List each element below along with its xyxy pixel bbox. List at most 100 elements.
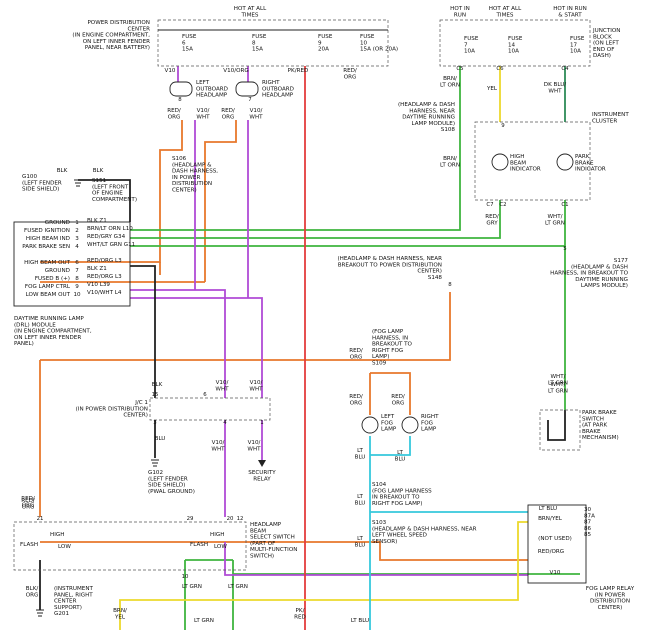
w-ltgrn-bot-line: LT GRN <box>194 618 214 624</box>
right-headlamp-body <box>235 81 259 97</box>
fuse6-line: 6 <box>182 40 186 46</box>
fuse8-line: 15A <box>252 47 263 53</box>
w-redorg-sw-line: ORG <box>22 502 35 508</box>
drl-pin-nums-line: 1 <box>75 220 79 226</box>
pin-label: 29 <box>187 516 194 522</box>
hot-in-run-start-line: & START <box>558 12 582 18</box>
wire-red-org-1 <box>40 120 183 263</box>
fuse6-line: 15A <box>182 47 193 53</box>
pin-label: 15 <box>152 392 159 398</box>
pin-label: 12 <box>237 516 244 522</box>
drl-wires-line: RED/ORG L3 <box>87 274 122 280</box>
drl-pin-nums-line: 10 <box>73 292 81 298</box>
drl-pins-line: FOG LAMP CTRL <box>25 284 71 290</box>
drl-pin-nums-line: 3 <box>75 236 79 242</box>
w-blu-jc: BLU <box>155 436 166 442</box>
w-v10wht-l-line: WHT <box>196 114 210 120</box>
drl-module-line: (IN ENGINE COMPARTMENT, <box>14 329 92 335</box>
w-v10wht-jc1: V10/WHT <box>215 380 229 392</box>
w-pkred-bot-line: RED <box>294 614 306 620</box>
park-brake-ind-line: BRAKE <box>575 160 594 166</box>
w-pkred: PK/RED <box>288 68 309 74</box>
w-brnyel-bot: BRN/YEL <box>113 608 127 620</box>
high-r-line: HIGH <box>210 532 224 538</box>
s108-note-line: HARNESS, NEAR <box>409 108 455 114</box>
fuse7-line: 10A <box>464 49 475 55</box>
hbs-switch-line: BEAM <box>250 528 266 534</box>
junction-block-line: (ON LEFT <box>593 41 619 47</box>
w-redorg-mid-line: ORG <box>350 354 363 360</box>
instrument-cluster-box <box>474 121 591 201</box>
wire-green-2 <box>130 200 501 239</box>
wire-black-1 <box>78 179 131 222</box>
hbs-switch-line: HEADLAMP <box>250 522 282 528</box>
w-yel-jb-line: YEL <box>486 86 498 92</box>
s109-note-line: (FOG LAMP <box>372 329 404 335</box>
wire-black-2 <box>130 265 156 398</box>
drl-wires-line: WHT/LT GRN G11 <box>87 242 136 248</box>
w-v10wht-jc3: V10/WHT <box>211 440 225 452</box>
s148-note-line: BREAKOUT TO POWER DISTRIBUTION <box>338 262 442 268</box>
w-ltgrn-2-line: LT GRN <box>228 584 248 590</box>
park-brake-sw-line: PARK BRAKE <box>582 410 617 416</box>
fuse17-line: 10A <box>570 49 581 55</box>
w-whtltgrn-3: WHT/LT GRN <box>548 382 568 394</box>
s109-note-line: LAMP) <box>372 354 389 360</box>
drl-pins-line: GROUND <box>45 220 70 226</box>
high-l: HIGH <box>50 532 64 538</box>
jc1-line: J/C 1 <box>134 400 148 406</box>
s177-note-line: HARNESS, IN BREAKOUT TO <box>550 271 628 277</box>
drl-module-line: DAYTIME RUNNING LAMP <box>14 316 84 322</box>
left-fog-line: LAMP <box>381 427 397 433</box>
low-l: LOW <box>58 544 71 550</box>
w-v10wht-r: V10/WHT <box>249 108 263 120</box>
drl-pin-nums-line: 6 <box>75 260 79 266</box>
pin-label: 8 <box>178 97 182 103</box>
w-whtltgrn-2-line: LT GRN <box>548 380 568 386</box>
w-redorg-fr-line: ORG <box>392 400 405 406</box>
fuse9-line: FUSE <box>318 34 333 40</box>
w-brnltorn-ic-line: LT ORN <box>440 162 460 168</box>
right-fog-line: FOG <box>421 420 433 426</box>
fuse6-line: FUSE <box>182 34 197 40</box>
fuse14-line: 14 <box>508 42 516 48</box>
w-v10-top: V10 <box>165 68 176 74</box>
fuse14-line: 10A <box>508 49 519 55</box>
drl-pins-line: PARK BRAKE SEN <box>22 244 70 250</box>
pin-label: 3 <box>153 420 156 426</box>
pin-label: C7 <box>486 202 493 208</box>
g100-line: (LEFT FENDER <box>22 180 62 186</box>
left-fog-line: FOG <box>381 420 393 426</box>
w-v10org-line: V10/ORG <box>223 68 248 74</box>
w-ltgrn-bot: LT GRN <box>194 618 214 624</box>
s148-note-line: CENTER) <box>417 269 442 275</box>
pdc-title-line: PANEL, NEAR BATTERY) <box>85 45 150 51</box>
g201-line: SUPPORT) <box>54 605 82 611</box>
pdc-title-line: CENTER <box>128 26 151 32</box>
w-yel-jb: YEL <box>486 86 498 92</box>
drl-module-box <box>13 221 131 307</box>
fuse7-line: FUSE <box>464 36 479 42</box>
drl-pin-nums-line: 4 <box>75 244 79 250</box>
w-redorg-fr: RED/ORG <box>391 394 405 406</box>
fog-relay-line: FOG LAMP RELAY <box>586 586 635 592</box>
fog-relay-line: (IN POWER <box>595 592 626 598</box>
w-blk-1: BLK <box>57 168 68 174</box>
drl-pin-nums-line: 8 <box>75 276 79 282</box>
jc1-line: (IN POWER DISTRIBUTION <box>76 406 148 412</box>
security-relay-line: SECURITY <box>248 470 276 476</box>
security-relay-arrow <box>258 460 266 467</box>
park-brake-ind-line: INDICATOR <box>575 167 606 173</box>
w-redorg-r-line: ORG <box>222 114 235 120</box>
